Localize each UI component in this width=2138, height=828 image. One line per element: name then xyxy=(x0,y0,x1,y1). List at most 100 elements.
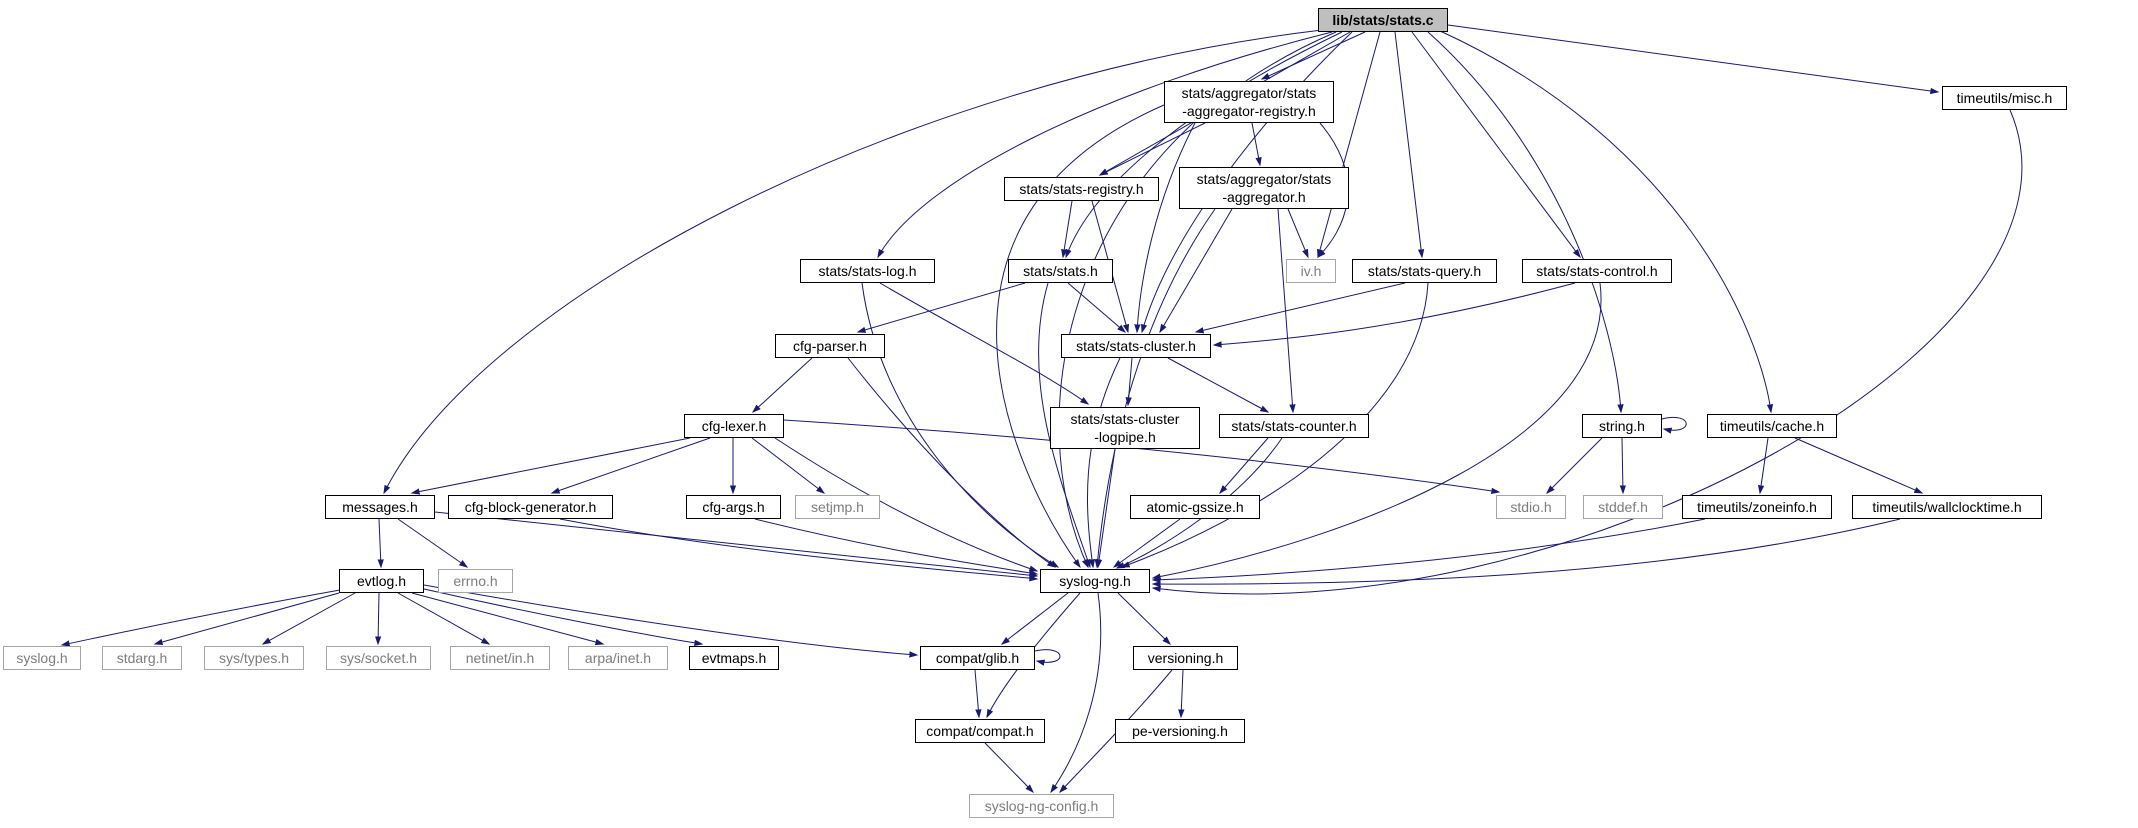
edge-stats_c-cache xyxy=(1437,29,1774,414)
node-setjmp-h: setjmp.h xyxy=(795,495,880,519)
edge-stats_c-misc xyxy=(1447,24,1940,95)
edge-evtlog-sys_socket xyxy=(375,592,382,646)
node-iv-h: iv.h xyxy=(1286,259,1336,283)
edge-cfg_lexer-block_gen xyxy=(550,437,711,494)
node-syslog-ng-h[interactable]: syslog-ng.h xyxy=(1040,569,1150,593)
node-stats-stats-registry-h[interactable]: stats/stats-registry.h xyxy=(1004,177,1159,201)
edge-log-syslog_ng xyxy=(861,282,1060,568)
node-versioning-h[interactable]: versioning.h xyxy=(1133,646,1238,670)
node-stats-aggregator-h[interactable]: stats/aggregator/stats -aggregator.h xyxy=(1179,167,1349,209)
node-timeutils-zoneinfo-h[interactable]: timeutils/zoneinfo.h xyxy=(1682,495,1832,519)
edge-log-logpipe xyxy=(879,282,1090,405)
node-cfg-lexer-h[interactable]: cfg-lexer.h xyxy=(684,414,784,438)
node-messages-h[interactable]: messages.h xyxy=(325,495,435,519)
node-evtlog-h[interactable]: evtlog.h xyxy=(339,569,424,593)
edge-glib-self xyxy=(1034,649,1061,666)
edge-cluster-syslog_ng xyxy=(1087,357,1121,569)
edge-glib-compat xyxy=(974,669,982,719)
node-arpa-inet-h: arpa/inet.h xyxy=(568,646,668,670)
edge-stats_c-agg_registry xyxy=(1260,31,1366,80)
node-lib-stats-stats-c: lib/stats/stats.c xyxy=(1318,8,1448,32)
edge-agg_registry-syslog_ng xyxy=(996,104,1165,569)
node-stdio-h: stdio.h xyxy=(1496,495,1566,519)
edge-cfg_parser-cfg_lexer xyxy=(752,357,813,413)
node-compat-compat-h[interactable]: compat/compat.h xyxy=(915,719,1045,743)
edge-stats_h-cluster xyxy=(1067,282,1127,333)
node-stats-stats-control-h[interactable]: stats/stats-control.h xyxy=(1522,259,1672,283)
node-sys-socket-h: sys/socket.h xyxy=(326,646,431,670)
edge-aggregator-cluster xyxy=(1159,208,1233,334)
node-stddef-h: stddef.h xyxy=(1583,495,1663,519)
node-stats-stats-query-h[interactable]: stats/stats-query.h xyxy=(1352,259,1497,283)
edge-stats_c-iv xyxy=(1316,31,1381,259)
node-atomic-gssize-h[interactable]: atomic-gssize.h xyxy=(1130,495,1260,519)
edge-stats_c-query xyxy=(1394,31,1425,259)
edge-aggregator-counter xyxy=(1277,208,1296,414)
edge-evtlog-syslog xyxy=(60,589,341,647)
edge-messages-errno xyxy=(397,518,469,568)
edge-messages-syslog_ng xyxy=(434,511,1039,579)
edge-counter-atomic xyxy=(1219,437,1269,495)
edge-control-cluster xyxy=(1212,282,1576,348)
node-stats-stats-log-h[interactable]: stats/stats-log.h xyxy=(800,259,935,283)
node-errno-h: errno.h xyxy=(438,569,513,593)
node-stats-cluster-logpipe-h[interactable]: stats/stats-cluster -logpipe.h xyxy=(1050,407,1200,449)
edge-registry-stats_h xyxy=(1061,200,1073,259)
edge-evtlog-glib xyxy=(423,584,919,658)
edge-cluster-logpipe xyxy=(1125,357,1133,407)
node-timeutils-cache-h[interactable]: timeutils/cache.h xyxy=(1707,414,1837,438)
edge-evtlog-arpa xyxy=(411,592,605,646)
node-string-h[interactable]: string.h xyxy=(1582,414,1662,438)
node-sys-types-h: sys/types.h xyxy=(204,646,304,670)
node-pe-versioning-h[interactable]: pe-versioning.h xyxy=(1115,719,1245,743)
edge-query-syslog_ng xyxy=(1120,282,1429,568)
node-compat-glib-h[interactable]: compat/glib.h xyxy=(920,646,1035,670)
edge-cfg_lexer-messages xyxy=(410,437,691,495)
edge-counter-syslog_ng xyxy=(1115,437,1283,569)
edge-syslog_ng-versioning xyxy=(1117,592,1171,645)
node-stats-stats-counter-h[interactable]: stats/stats-counter.h xyxy=(1219,414,1369,438)
node-cfg-block-generator-h[interactable]: cfg-block-generator.h xyxy=(448,495,613,519)
edge-agg_registry-cluster xyxy=(1134,122,1196,334)
edge-aggregator-iv xyxy=(1287,208,1309,259)
edge-agg_registry-registry xyxy=(1098,122,1206,176)
node-cfg-args-h[interactable]: cfg-args.h xyxy=(686,495,781,519)
node-timeutils-misc-h[interactable]: timeutils/misc.h xyxy=(1942,86,2067,110)
edge-stats_c-stats_h xyxy=(1065,31,1343,259)
edge-cfg_lexer-setjmp xyxy=(751,437,826,494)
edge-stats_c-string xyxy=(1427,31,1624,414)
edge-evtlog-evtmaps xyxy=(423,588,704,646)
edge-stats_c-control xyxy=(1411,31,1581,259)
node-stats-stats-cluster-h[interactable]: stats/stats-cluster.h xyxy=(1061,334,1211,358)
node-evtmaps-h[interactable]: evtmaps.h xyxy=(689,646,779,670)
node-timeutils-wallclocktime-h[interactable]: timeutils/wallclocktime.h xyxy=(1852,495,2042,519)
node-syslog-ng-config-h: syslog-ng-config.h xyxy=(969,794,1114,818)
edge-zoneinfo-syslog_ng xyxy=(1151,518,1706,583)
edge-evtlog-sys_types xyxy=(261,592,356,645)
edge-string-self xyxy=(1661,417,1687,434)
edge-misc-syslog_ng xyxy=(1151,109,2023,595)
edge-stats_h-cfg_parser xyxy=(856,282,1026,333)
node-stats-stats-h[interactable]: stats/stats.h xyxy=(1008,259,1113,283)
node-cfg-parser-h[interactable]: cfg-parser.h xyxy=(775,334,885,358)
node-stdarg-h: stdarg.h xyxy=(102,646,182,670)
node-netinet-in-h: netinet/in.h xyxy=(450,646,550,670)
node-syslog-h: syslog.h xyxy=(3,646,81,670)
edge-stats_h-syslog_ng xyxy=(1038,282,1091,569)
edge-messages-evtlog xyxy=(377,518,384,569)
node-stats-aggregator-registry-h[interactable]: stats/aggregator/stats -aggregator-regis… xyxy=(1164,81,1334,123)
edge-compat-sng_config xyxy=(984,742,1034,793)
edge-cfg_lexer-syslog_ng xyxy=(774,437,1039,572)
edge-evtlog-netinet xyxy=(397,592,491,645)
edge-cfg_lexer-stdio xyxy=(783,419,1501,494)
edge-stats_c-messages xyxy=(383,29,1323,495)
edge-agg_registry-aggregator xyxy=(1251,122,1262,167)
edge-cache-zoneinfo xyxy=(1757,437,1769,495)
edge-versioning-sng_config xyxy=(1059,669,1173,793)
edge-stats_c-log xyxy=(877,31,1333,259)
edge-syslog_ng-sng_config xyxy=(1050,592,1102,794)
edge-cfg_args-syslog_ng xyxy=(754,518,1039,576)
edge-cache-wallclock xyxy=(1794,437,1924,494)
edge-wallclock-syslog_ng xyxy=(1151,518,1901,588)
edge-cluster-counter xyxy=(1167,357,1270,413)
